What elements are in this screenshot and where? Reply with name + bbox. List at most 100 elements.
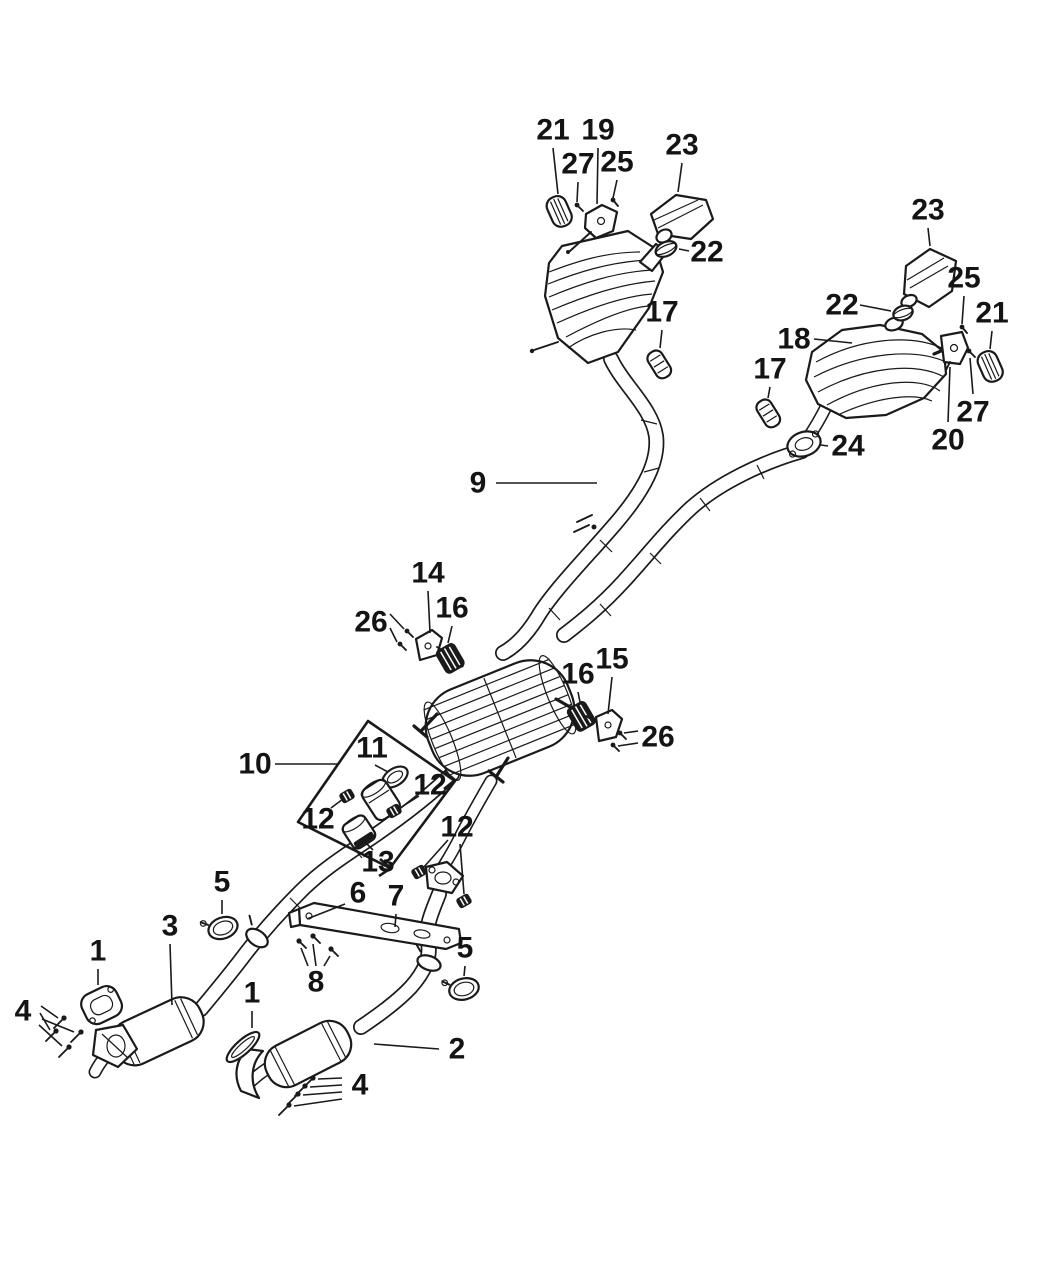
callout-number: 25	[947, 262, 980, 295]
leader-line	[38, 1024, 63, 1047]
leader-line	[40, 1005, 59, 1019]
leader-line	[427, 590, 431, 634]
callout-27: 27	[956, 357, 990, 429]
front-right-branch	[225, 860, 480, 1116]
callout-number: 9	[470, 467, 487, 500]
rear-left-assembly	[529, 193, 715, 380]
isolator-21-left	[545, 195, 573, 228]
callout-number: 19	[581, 114, 614, 147]
leader-line	[813, 338, 853, 344]
leader-line	[302, 1091, 343, 1096]
nut-12-below-flange	[456, 893, 472, 909]
inlet-shield	[235, 1047, 265, 1100]
callout-number: 26	[641, 721, 674, 754]
callout-23: 23	[665, 129, 699, 193]
callout-27: 27	[561, 148, 595, 203]
flange-24	[786, 430, 822, 458]
pipe-joint-ticks	[548, 419, 660, 621]
muffler-rear-right	[804, 316, 953, 420]
leader-line	[961, 295, 965, 325]
callout-number: 16	[435, 592, 468, 625]
leader-line	[820, 444, 829, 447]
pipe-joint-ticks	[599, 464, 765, 617]
leader-line	[463, 965, 466, 977]
callout-5: 5	[457, 932, 473, 977]
leader-line	[677, 162, 683, 193]
attached-v-clamp	[415, 943, 442, 972]
leader-line	[300, 947, 309, 967]
isolator-21-right	[976, 350, 1004, 383]
callout-number: 27	[561, 148, 594, 181]
clamp-5-right	[441, 977, 480, 1001]
catalytic-converter-right	[235, 1019, 353, 1100]
callout-15: 15	[595, 643, 629, 715]
callout-8: 8	[300, 943, 331, 999]
leader-line	[309, 1084, 343, 1088]
callout-21: 21	[975, 297, 1009, 350]
callout-14: 14	[411, 557, 445, 634]
callout-16: 16	[561, 658, 595, 703]
callout-1: 1	[90, 935, 107, 985]
hanger-bracket-20	[939, 330, 970, 371]
leader-line	[399, 795, 420, 809]
callout-number: 24	[831, 430, 865, 463]
callout-number: 1	[244, 977, 261, 1010]
leader-line	[617, 742, 639, 747]
gasket-1-left	[80, 985, 124, 1026]
callout-17: 17	[753, 353, 787, 399]
inlet-flange-plate	[91, 1023, 139, 1069]
callout-number: 21	[975, 297, 1008, 330]
callout-12: 12	[301, 798, 344, 836]
isolator-17-left	[646, 349, 673, 380]
resonator-hanger-left	[397, 628, 465, 674]
leader-line	[989, 330, 993, 350]
nut-12-a	[339, 788, 355, 804]
clamp-22-left	[654, 240, 678, 258]
gasket-1-right	[225, 1030, 261, 1064]
screws-26-right	[610, 730, 627, 752]
downpipe-flange	[424, 860, 465, 895]
over-axle-pipe-left	[495, 351, 665, 661]
screw-25-left	[610, 197, 619, 207]
leader-line	[293, 1098, 343, 1107]
support-bracket-6	[287, 901, 463, 951]
callout-number: 12	[440, 811, 473, 844]
callout-number: 1	[90, 935, 107, 968]
callout-number: 17	[645, 296, 678, 329]
rib-lines	[547, 251, 656, 349]
callout-18: 18	[777, 323, 853, 356]
rib-lines	[423, 655, 577, 781]
screws-26-left	[397, 628, 414, 651]
callout-number: 21	[536, 114, 569, 147]
leader-line	[39, 1012, 51, 1031]
callout-3: 3	[162, 910, 178, 1006]
nut-12-left-of-flange	[411, 864, 427, 880]
leader-line	[41, 1018, 75, 1033]
leader-line	[312, 943, 317, 967]
callout-number: 25	[600, 146, 633, 179]
leader-line	[607, 676, 613, 715]
screw-27-right	[966, 348, 976, 358]
leader-line	[623, 730, 639, 734]
leader-line	[678, 248, 690, 252]
leader-line	[969, 357, 974, 395]
leader-line	[394, 913, 397, 928]
callout-number: 14	[411, 557, 445, 590]
leader-line	[447, 625, 453, 644]
callout-23: 23	[911, 194, 945, 247]
callout-16: 16	[435, 592, 469, 644]
leader-line	[947, 366, 951, 423]
callout-26: 26	[354, 606, 405, 643]
leader-line	[330, 798, 344, 809]
screw-27-left	[574, 202, 584, 212]
callout-24: 24	[820, 430, 865, 463]
callout-25: 25	[947, 262, 981, 325]
callout-number: 8	[308, 966, 325, 999]
callout-11: 11	[356, 732, 389, 773]
callout-4: 4	[15, 995, 75, 1047]
leader-line	[459, 843, 465, 895]
chevron-notch	[378, 857, 393, 878]
callout-number: 12	[301, 803, 334, 836]
